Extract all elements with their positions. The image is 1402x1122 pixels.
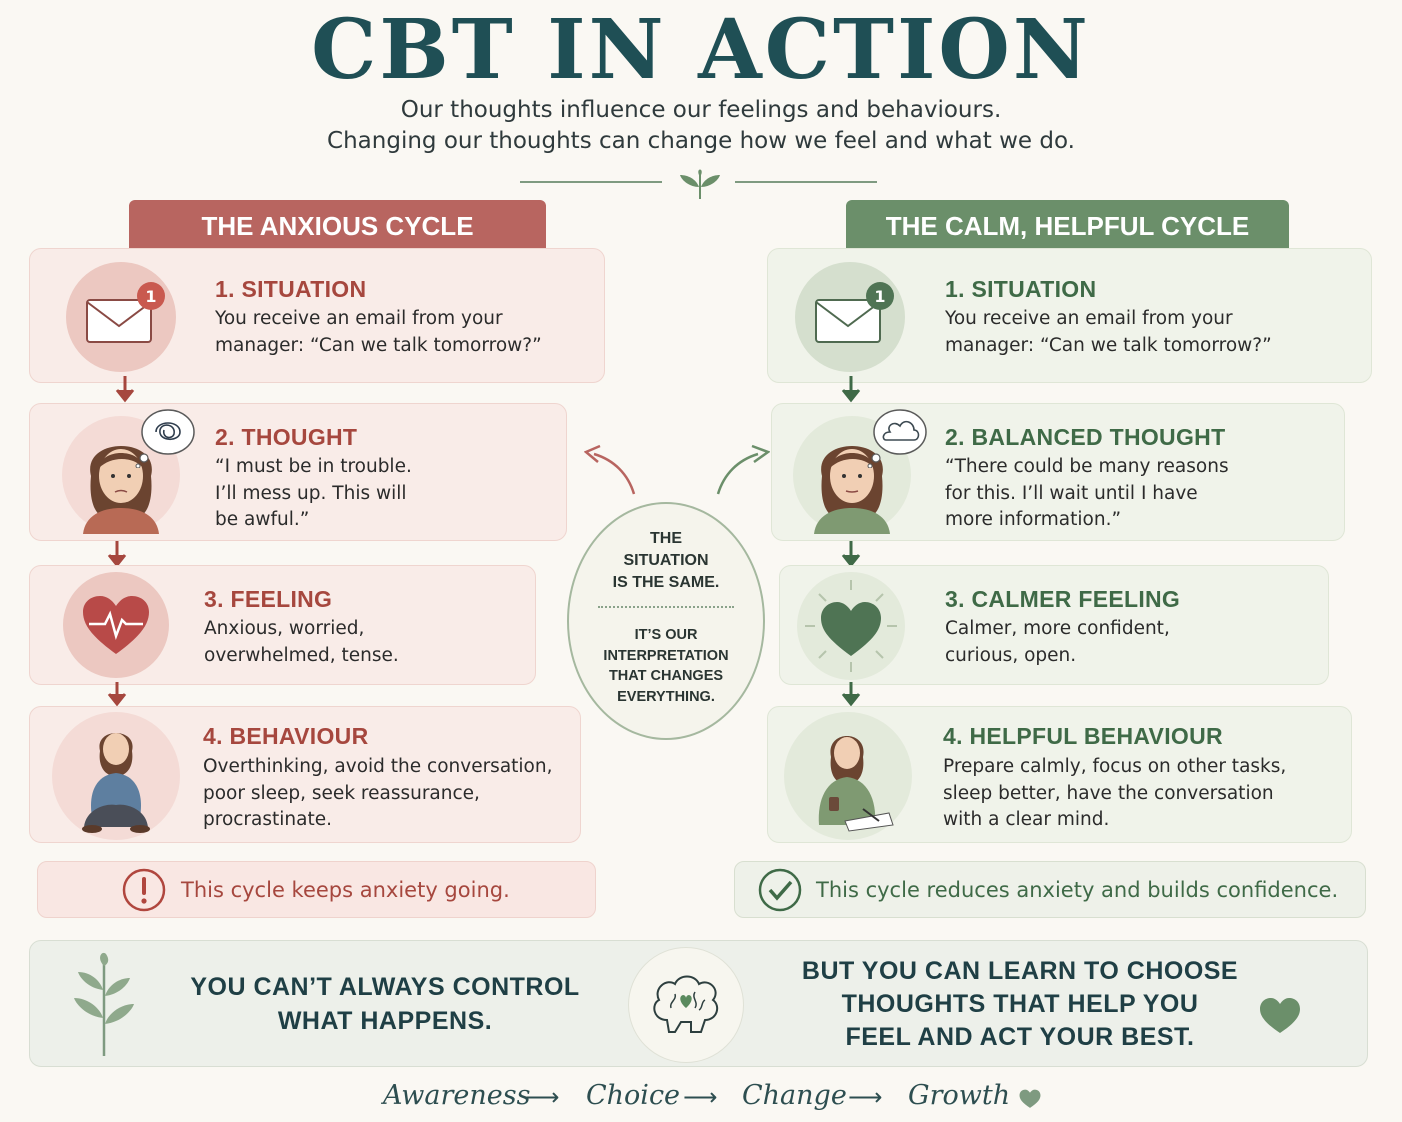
heartbeat-icon-circle: [63, 572, 169, 678]
subtitle-line-1: Our thoughts influence our feelings and …: [400, 97, 1002, 123]
calm-behaviour-line: sleep better, have the conversation: [943, 782, 1274, 804]
anxious-thought-title: 2. THOUGHT: [215, 424, 358, 450]
calm-behaviour-title: 4. HELPFUL BEHAVIOUR: [943, 723, 1223, 749]
arrow-right-icon: ⟶: [525, 1083, 560, 1111]
sitting-woman-icon: [82, 733, 150, 833]
arrow-right-icon: ⟶: [683, 1083, 718, 1111]
leaf-icon: [680, 169, 720, 200]
banner-left-line: YOU CAN’T ALWAYS CONTROL: [190, 973, 580, 1001]
center-bottom-line: EVERYTHING.: [617, 688, 715, 705]
calm-thought-title: 2. BALANCED THOUGHT: [945, 424, 1226, 450]
heart-icon: [1260, 998, 1300, 1033]
arrow-down-icon: [841, 376, 861, 403]
journey-step-choice: Choice: [586, 1080, 681, 1111]
calm-behaviour-line: Prepare calmly, focus on other tasks,: [943, 756, 1287, 777]
heart-icon-circle: [797, 572, 905, 680]
anxious-situation-line: You receive an email from your: [215, 308, 503, 329]
anxious-behaviour-line: poor sleep, seek reassurance,: [203, 782, 480, 804]
envelope-icon: [815, 299, 881, 343]
center-bottom-line: THAT CHANGES: [608, 668, 724, 684]
anxious-feeling-title: 3. FEELING: [204, 586, 333, 612]
envelope-icon-circle: [795, 262, 905, 372]
calm-feeling-line: curious, open.: [945, 644, 1077, 666]
calm-cycle-note: This cycle reduces anxiety and builds co…: [734, 861, 1366, 918]
notification-badge: 1: [866, 282, 894, 310]
anxious-thought-line: “I must be in trouble.: [215, 456, 412, 477]
anxious-feeling-line: overwhelmed, tense.: [204, 644, 399, 666]
heart-icon: [805, 580, 897, 672]
banner-right-line: FEEL AND ACT YOUR BEST.: [845, 1023, 1195, 1051]
banner-right-line: BUT YOU CAN LEARN TO CHOOSE: [801, 957, 1239, 985]
sitting-woman-avatar: [52, 712, 180, 840]
center-top-line: THE: [650, 530, 682, 547]
calm-situation-title: 1. SITUATION: [945, 276, 1097, 302]
notification-badge: 1: [137, 282, 165, 310]
banner-left-line: WHAT HAPPENS.: [277, 1007, 493, 1035]
anxious-thought-line: be awful.”: [215, 509, 310, 530]
curved-arrow-left-icon: [584, 444, 636, 495]
subtitle-line-2: Changing our thoughts can change how we …: [327, 128, 1075, 154]
anxious-feeling-line: Anxious, worried,: [204, 618, 365, 639]
plant-icon: [74, 952, 134, 1056]
curved-arrow-right-icon: [716, 444, 770, 495]
check-icon: [758, 868, 802, 911]
anxious-behaviour-line: Overthinking, avoid the conversation,: [203, 756, 553, 777]
anxious-behaviour-title: 4. BEHAVIOUR: [203, 723, 369, 749]
arrow-right-icon: ⟶: [848, 1083, 883, 1111]
calm-thought-line: for this. I’ll wait until I have: [945, 482, 1198, 504]
calm-cycle-note-text: This cycle reduces anxiety and builds co…: [816, 877, 1339, 902]
calm-feeling-title: 3. CALMER FEELING: [945, 586, 1181, 612]
writing-woman-avatar: [784, 712, 912, 840]
anxious-cycle-note: This cycle keeps anxiety going.: [37, 861, 596, 918]
arrow-down-icon: [841, 682, 861, 707]
center-message-oval: [567, 502, 765, 740]
anxious-thought-line: I’ll mess up. This will: [215, 482, 407, 504]
heart-icon: [1019, 1089, 1041, 1108]
warning-icon: [122, 868, 166, 911]
arrow-down-icon: [115, 376, 135, 403]
cloud-icon: [867, 409, 927, 468]
center-top-line: IS THE SAME.: [612, 574, 720, 591]
calm-situation-line: You receive an email from your: [945, 308, 1233, 329]
anxious-behaviour-line: procrastinate.: [203, 809, 332, 830]
heartbeat-icon: [83, 596, 149, 654]
tab-anxious-cycle: THE ANXIOUS CYCLE: [129, 200, 546, 248]
arrow-down-icon: [107, 682, 127, 707]
calm-situation-line: manager: “Can we talk tomorrow?”: [945, 334, 1272, 356]
anxious-cycle-note-text: This cycle keeps anxiety going.: [181, 877, 510, 902]
worried-woman-icon: [83, 446, 159, 534]
brain-icon-circle: [628, 947, 744, 1063]
divider-right: [735, 181, 877, 183]
writing-woman-icon: [818, 736, 894, 832]
banner-right-line: THOUGHTS THAT HELP YOU: [841, 990, 1199, 1018]
tab-calm-cycle: THE CALM, HELPFUL CYCLE: [846, 200, 1289, 248]
anxious-situation-line: manager: “Can we talk tomorrow?”: [215, 334, 542, 356]
journey-step-awareness: Awareness: [383, 1080, 531, 1111]
calm-thought-line: more information.”: [945, 509, 1122, 530]
envelope-icon: [86, 299, 152, 343]
tangled-thought-icon: [135, 409, 195, 468]
center-top-line: SITUATION: [623, 552, 709, 569]
center-bottom-line: IT’S OUR: [634, 627, 698, 643]
anxious-situation-title: 1. SITUATION: [215, 276, 367, 302]
divider-left: [520, 181, 662, 183]
brain-icon: [653, 975, 719, 1033]
calm-feeling-line: Calmer, more confident,: [945, 618, 1170, 639]
calm-behaviour-line: with a clear mind.: [943, 809, 1110, 830]
envelope-icon-circle: [66, 262, 176, 372]
page-title: CBT IN ACTION: [311, 2, 1091, 98]
journey-step-change: Change: [742, 1080, 847, 1111]
journey-step-growth: Growth: [908, 1080, 1011, 1111]
center-bottom-line: INTERPRETATION: [603, 647, 729, 664]
center-dotted-divider: [598, 606, 734, 608]
calm-thought-line: “There could be many reasons: [945, 456, 1229, 477]
thoughtful-woman-icon: [814, 446, 890, 534]
